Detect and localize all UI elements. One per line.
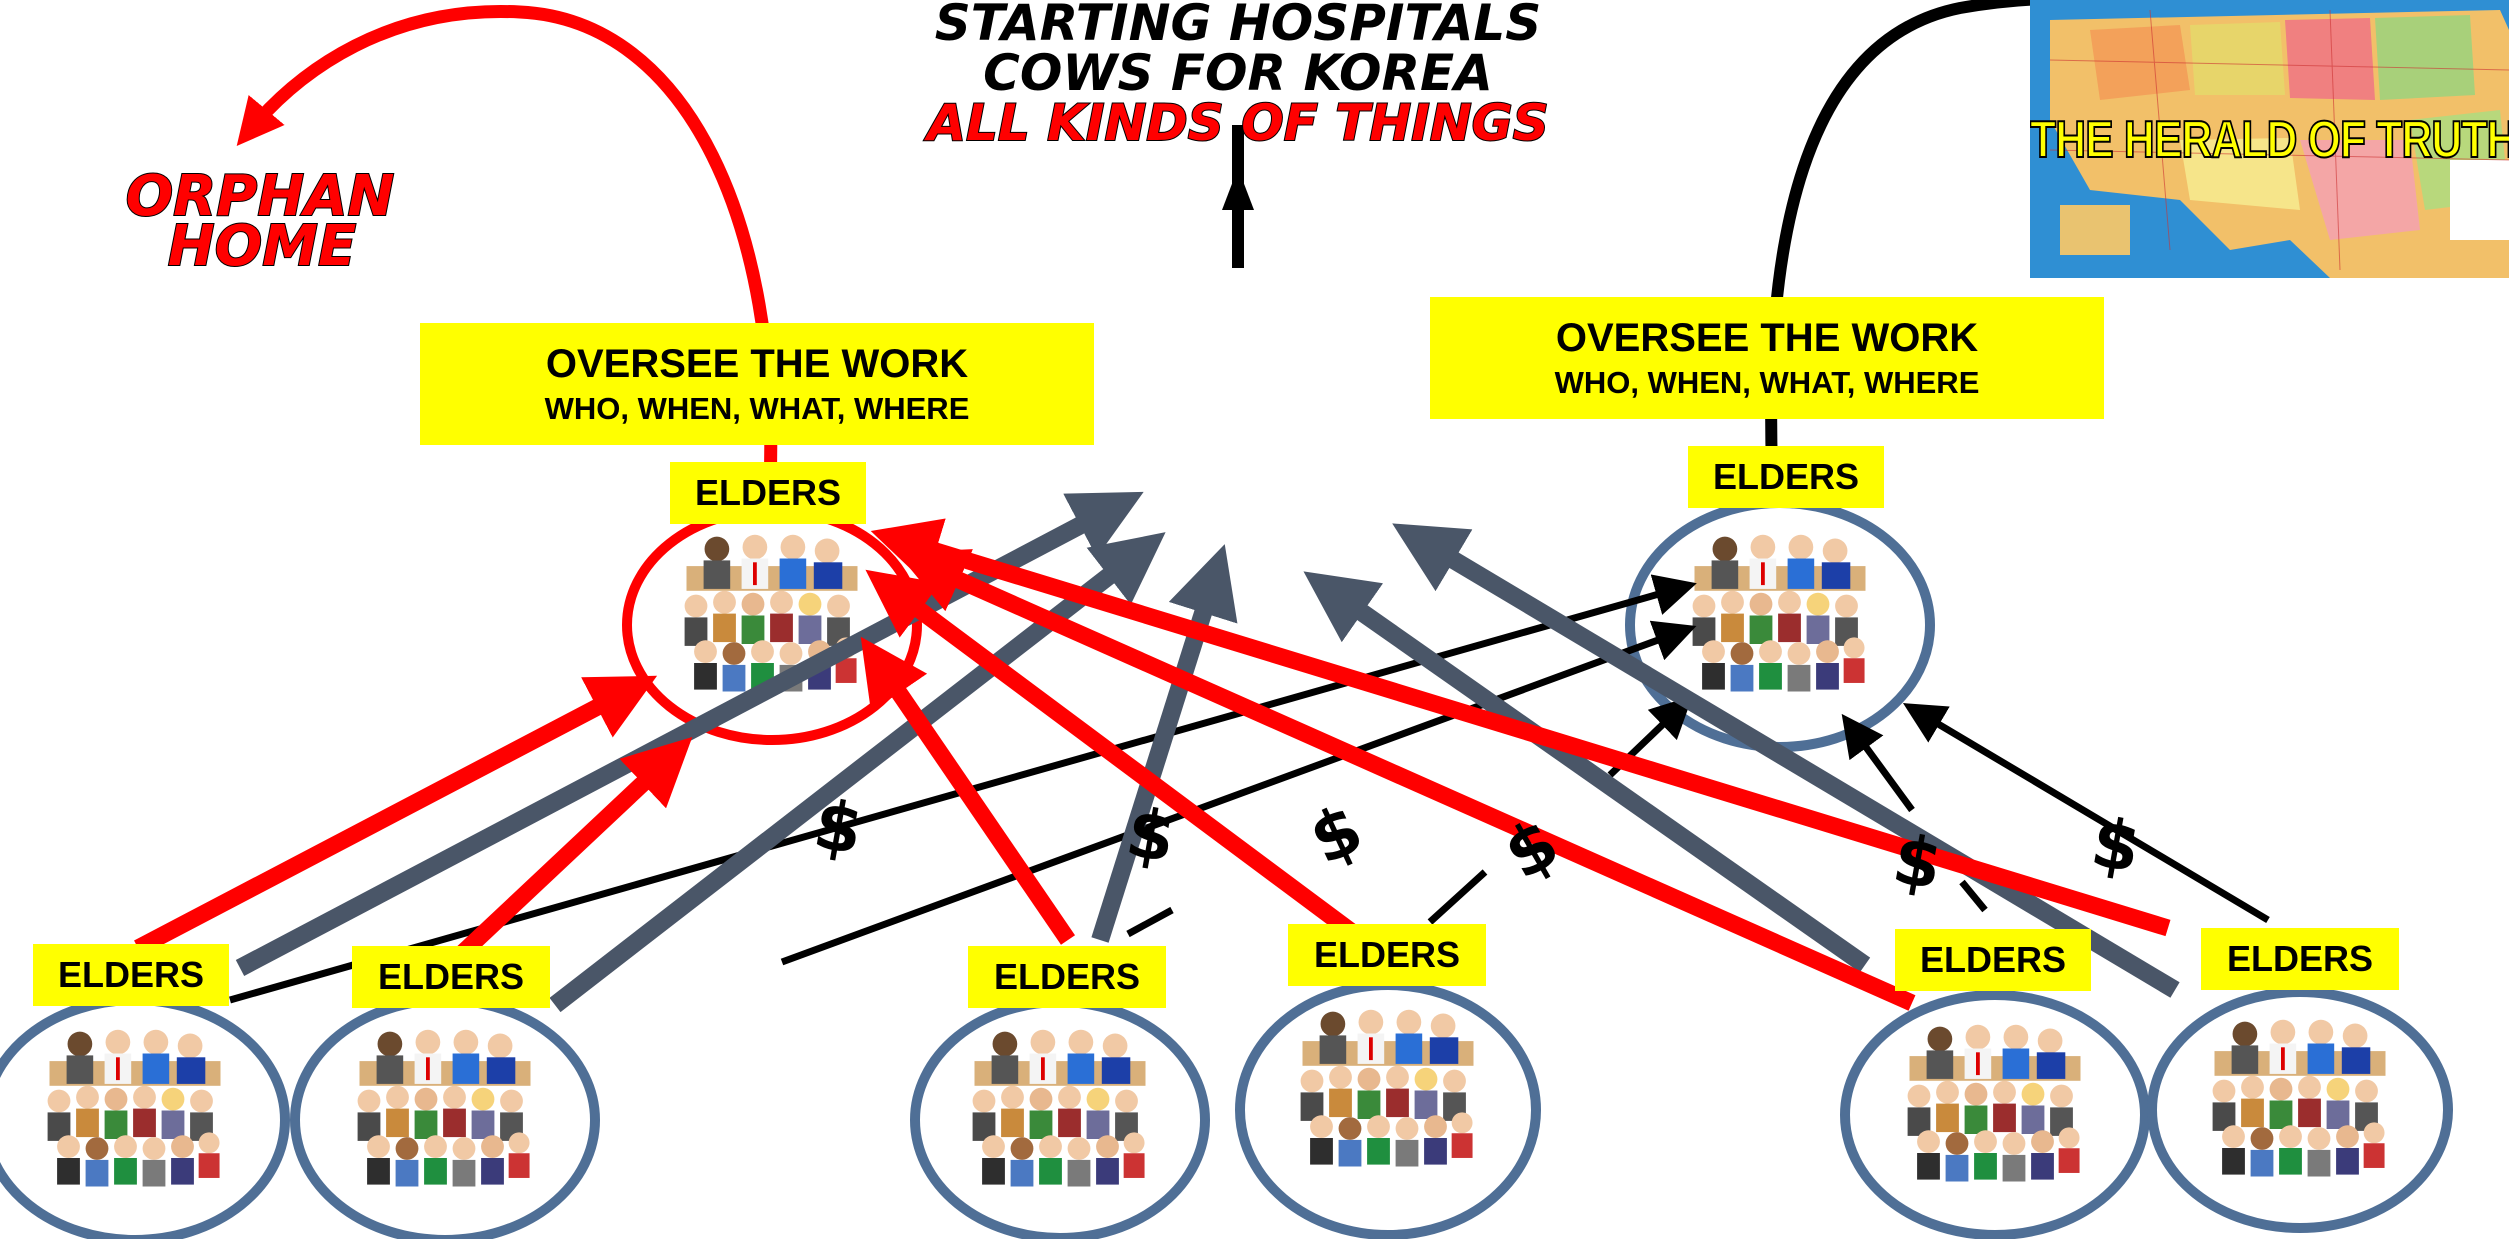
herald-title: THE HERALD OF TRUTH [2030,110,2509,170]
arrow-slate-5 [1392,523,2180,998]
oversee-subtitle-left: WHO, WHEN, WHAT, WHERE [544,391,970,426]
elders-group-bottom-3 [910,997,1210,1239]
arrow-slate-2 [549,532,1166,1013]
elders-group-bottom-5 [1840,990,2150,1239]
arrow-red-6 [870,518,2171,937]
oversee-box-right: OVERSEE THE WORK WHO, WHEN, WHAT, WHERE [1430,297,2104,419]
arrow-slate-4 [1303,571,1871,973]
elders-group-bottom-2 [290,995,600,1239]
heading-line-1: STARTING HOSPITALS [935,0,1542,52]
arrow-red-2 [449,737,693,967]
dollar-sign-3: $ [1298,789,1374,881]
dollar-sign-2: $ [1120,793,1180,879]
slate-arrows [235,491,2180,1013]
elders-label-bottom-2: ELDERS [352,946,550,1008]
oversee-title-right: OVERSEE THE WORK [1555,316,1979,360]
oversee-title-left: OVERSEE THE WORK [545,342,969,386]
elders-label-bottom-4: ELDERS [1288,924,1486,986]
herald-map-banner: THE HERALD OF TRUTH [2030,0,2509,278]
elders-label-bottom-5: ELDERS [1895,929,2091,991]
arrow-black-3 [1126,906,1174,938]
elders-group-bottom-1 [0,995,290,1239]
arrow-red-5 [897,549,1916,1011]
arrow-black-4 [1427,869,1488,925]
arrow-red-1 [134,675,658,956]
arrow-black-6 [1841,713,1915,813]
arrow-black-7 [1902,703,2270,924]
elders-group-bottom-4 [1235,980,1541,1239]
orphan-line-2: HOME [168,214,356,279]
elders-label-right-hub: ELDERS [1688,446,1884,508]
arrow-up-black [1222,168,1254,210]
arrow-red-4 [865,569,1366,945]
arrow-red-3 [860,636,1076,945]
elders-label-bottom-6: ELDERS [2201,928,2399,990]
arrow-black-2 [780,620,1697,966]
arrow-black-8 [1959,879,1988,913]
elders-label-left-hub: ELDERS [670,462,866,524]
elders-label-bottom-3: ELDERS [968,946,1166,1008]
oversee-subtitle-right: WHO, WHEN, WHAT, WHERE [1554,365,1980,400]
us-map-image [2030,0,2509,278]
red-arrows [134,518,2171,1011]
heading-line-3: ALL KINDS OF THINGS [923,94,1548,152]
elders-label-bottom-1: ELDERS [33,944,229,1006]
heading-line-2: COWS FOR KOREA [983,44,1493,102]
orphan-line-1: ORPHAN [126,164,395,229]
curved-arrow-orphan-home [236,4,778,486]
orphan-home-heading: ORPHAN HOME [125,163,396,280]
elders-group-bottom-6 [2147,987,2453,1233]
top-heading: STARTING HOSPITALS COWS FOR KOREA ALL KI… [922,0,1549,153]
oversee-box-left: OVERSEE THE WORK WHO, WHEN, WHAT, WHERE [420,323,1094,445]
